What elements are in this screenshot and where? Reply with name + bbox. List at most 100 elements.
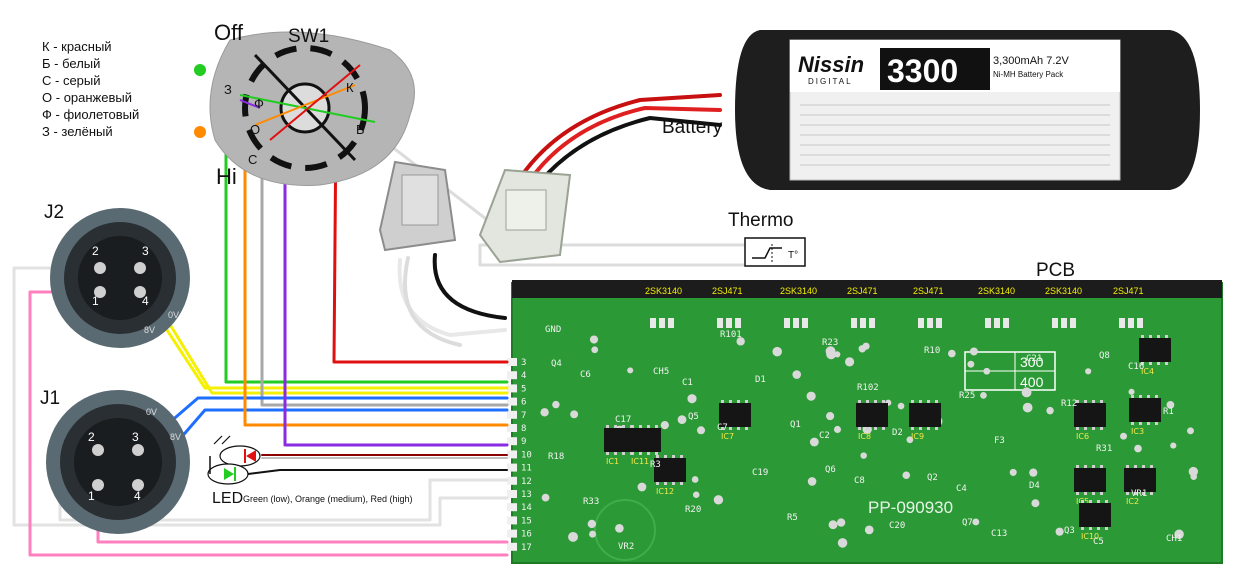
component-label: R1: [1163, 407, 1174, 417]
switch-contact-red: К: [346, 80, 354, 95]
j1-voltage-0v: 0V: [146, 407, 157, 417]
transistor-label: 2SK3140: [1045, 286, 1082, 296]
component-label: C1: [682, 378, 693, 388]
component-label: R10: [924, 346, 940, 356]
j2-voltage-0v: 0V: [168, 310, 179, 320]
j2-pin-2: 2: [92, 244, 99, 258]
battery-capacity: 3300: [887, 53, 958, 89]
pcb-pin-number: 8: [521, 424, 526, 434]
component-label: R101: [720, 330, 742, 340]
switch-contact-violet: Ф: [254, 96, 264, 111]
component-label: D2: [892, 428, 903, 438]
j1-label: J1: [40, 388, 60, 409]
ic-label: IC9: [911, 432, 924, 441]
ic-label: IC7: [721, 432, 734, 441]
j2-pin-4: 4: [142, 294, 149, 308]
component-label: R33: [583, 497, 599, 507]
wire-white-loop-2: [403, 256, 462, 347]
component-label: R31: [1096, 444, 1112, 454]
wire-blue-2: [138, 408, 509, 487]
pcb-component-labels: GNDC1C2C4C5C6C7C8C13C16C17C19C20C21R1R3R…: [545, 325, 1182, 552]
component-label: C7: [717, 423, 728, 433]
j2-pin-3: 3: [142, 244, 149, 258]
ic-label: IC8: [858, 432, 871, 441]
pcb-pin-number: 12: [521, 477, 532, 487]
battery-pack: Nissin DIGITAL 3300 3,300mAh 7.2V Ni-MH …: [662, 30, 1200, 190]
thermo-symbol: T°: [788, 250, 798, 261]
ic-chip: [1124, 468, 1156, 492]
j1-pin-2: 2: [88, 430, 95, 444]
battery-brand: Nissin: [798, 52, 864, 77]
heatsink-strip: [512, 280, 1222, 298]
pcb-pin-number: 10: [521, 450, 532, 460]
pcb-box-value-300: 300: [1020, 354, 1044, 370]
pcb-pin-number: 13: [521, 490, 532, 500]
switch-contact-ring: [242, 45, 368, 171]
component-label: R3: [650, 460, 661, 470]
j1-pin-3: 3: [132, 430, 139, 444]
component-label: VR2: [618, 542, 634, 552]
component-label: Q1: [790, 420, 801, 430]
ic-label: IC10: [1081, 532, 1099, 541]
ic-label: IC12: [656, 487, 674, 496]
ic-label: IC4: [1141, 367, 1154, 376]
pcb-box-value-400: 400: [1020, 374, 1044, 390]
ic-label: IC2: [1126, 497, 1139, 506]
legend-entry-white: Б - белый: [42, 56, 100, 71]
switch-sw1: Off SW1 Hi З Ф О С К Б: [194, 20, 415, 189]
component-label: Q2: [927, 473, 938, 483]
component-label: Q4: [551, 359, 562, 369]
thermo-symbol-box: [744, 237, 806, 267]
connector-j1: J1 1 2 3 4 0V 8V: [40, 388, 190, 534]
pcb-pin-number: 6: [521, 398, 526, 408]
transistor-label: 2SJ471: [1113, 286, 1144, 296]
component-label: C4: [956, 484, 967, 494]
ic-label: IC11: [631, 457, 649, 466]
pcb-pin-number: 17: [521, 543, 532, 553]
pcb-label: PCB: [1036, 260, 1075, 281]
component-label: C21: [1026, 354, 1042, 364]
battery-connector-white: [478, 168, 572, 264]
wire-battery-black: [538, 116, 722, 184]
component-label: Q8: [1099, 351, 1110, 361]
j2-label: J2: [44, 202, 64, 223]
ic-chip: [1074, 468, 1106, 492]
component-label: GND: [545, 325, 561, 335]
component-label: Q7: [962, 518, 973, 528]
j1-voltage-8v: 8V: [170, 432, 181, 442]
ic-chip: [654, 458, 686, 482]
ic-chip: [1139, 338, 1171, 362]
pcb-board: 300 400 PP-090930 IC1IC2IC3IC4IC5IC6IC7I…: [507, 260, 1223, 564]
component-label: R20: [685, 505, 701, 515]
pcb-solder-pads: [540, 318, 1199, 548]
transistor-label: 2SJ471: [712, 286, 743, 296]
transistor-label: 2SJ471: [913, 286, 944, 296]
led-green-icon: [224, 468, 234, 480]
component-label: R102: [857, 383, 879, 393]
pcb-pin-number: 11: [521, 464, 532, 474]
battery-connector-gray: [378, 160, 457, 252]
transistor-label: 2SK3140: [978, 286, 1015, 296]
ic-chip: [1129, 398, 1161, 422]
wire-black-battery: [432, 253, 507, 320]
component-label: C13: [991, 529, 1007, 539]
j2-voltage-8v: 8V: [144, 325, 155, 335]
led-label: LED: [212, 490, 243, 507]
switch-contact-orange: О: [250, 122, 260, 137]
component-label: Q6: [825, 465, 836, 475]
led-light-rays-icon: [213, 435, 231, 445]
component-label: C6: [580, 370, 591, 380]
legend-entry-violet: Ф - фиолетовый: [42, 107, 139, 122]
j2-pin-1: 1: [92, 294, 99, 308]
pcb-pin-number: 7: [521, 411, 526, 421]
switch-contact-gray: С: [248, 152, 257, 167]
component-label: VR1: [1131, 489, 1147, 499]
switch-off-label: Off: [214, 20, 244, 45]
switch-contact-green: З: [224, 82, 232, 97]
legend-entry-orange: О - оранжевый: [42, 90, 132, 105]
battery-type: Ni-MH Battery Pack: [993, 70, 1064, 79]
pcb-pin-number: 3: [521, 358, 526, 368]
component-label: C2: [819, 431, 830, 441]
thermo-sensor: Thermo T°: [728, 210, 806, 267]
ic-label: IC6: [1076, 432, 1089, 441]
